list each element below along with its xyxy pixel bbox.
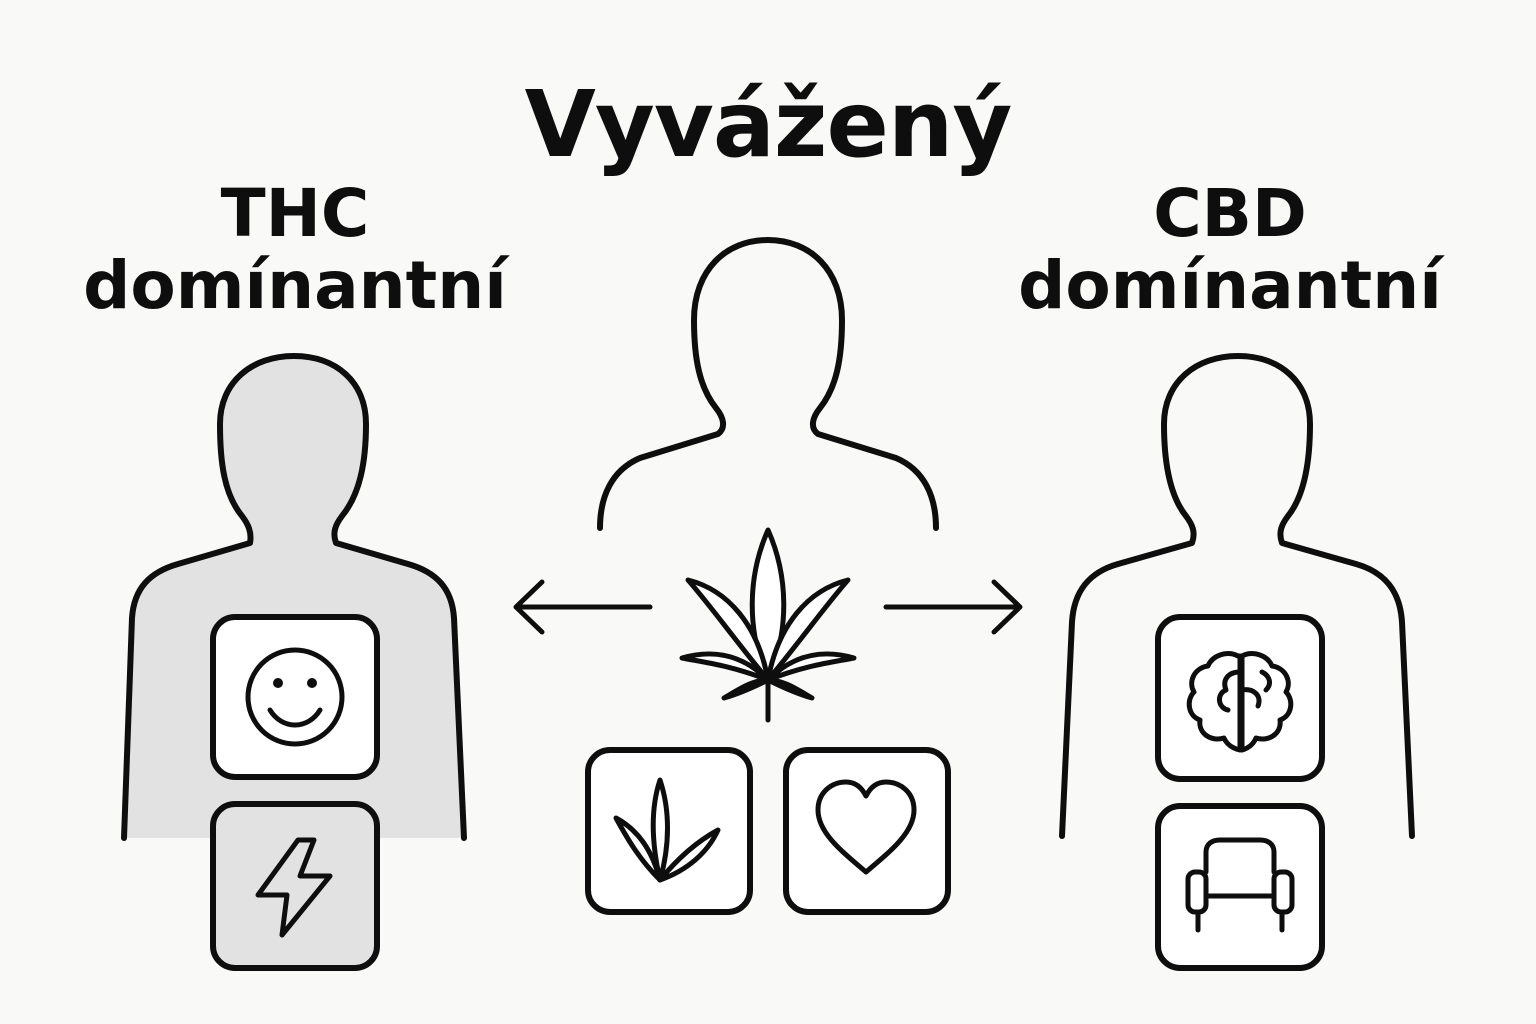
smiley-icon-box [210, 614, 380, 780]
thc-label-line1: THC [220, 175, 370, 252]
brain-icon-box [1155, 614, 1325, 782]
arrow-left-icon [513, 579, 653, 635]
thc-label-line2: domínantní [83, 247, 507, 324]
plant-icon-box [585, 747, 753, 915]
plant-icon [613, 777, 721, 883]
lightning-icon [255, 837, 333, 938]
cbd-dominant-label: CBD domínantní [995, 178, 1465, 322]
armchair-icon-box [1155, 803, 1325, 971]
arrow-right-icon [883, 579, 1023, 635]
cbd-label-line2: domínantní [1018, 247, 1442, 324]
cbd-label-line1: CBD [1153, 175, 1307, 252]
brain-icon [1186, 651, 1294, 753]
armchair-icon [1185, 837, 1295, 933]
thc-dominant-label: THC domínantní [60, 178, 530, 322]
heart-icon [815, 779, 917, 875]
diagram-title: Vyvážený [524, 71, 1013, 178]
cannabis-leaf-icon [679, 527, 857, 723]
lightning-icon-box [210, 801, 380, 971]
balanced-person-figure [597, 237, 939, 531]
smiley-icon [245, 647, 345, 747]
heart-icon-box [783, 747, 951, 915]
cbd-person-figure [1059, 353, 1415, 839]
